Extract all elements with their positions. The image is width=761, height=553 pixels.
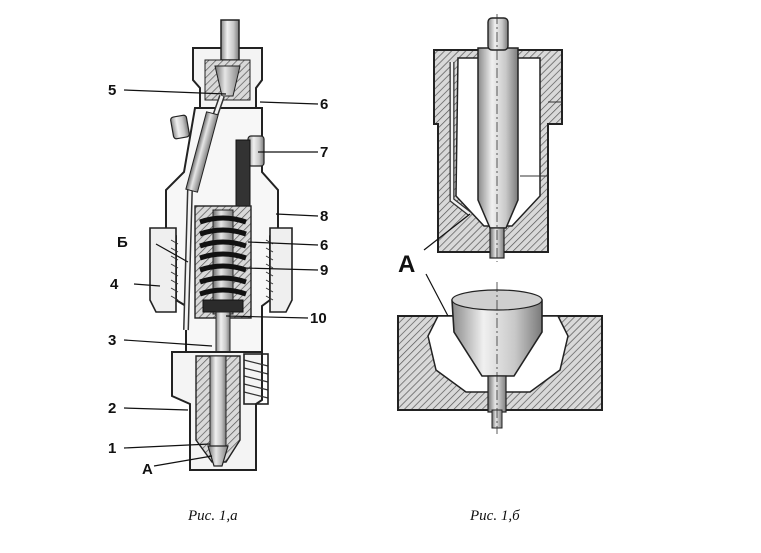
needle-pin bbox=[487, 17, 509, 51]
caption-figure-b: Рис. 1,б bbox=[470, 508, 520, 524]
caption-figure-a: Рис. 1,а bbox=[188, 508, 238, 524]
nozzle-section-lower bbox=[397, 282, 603, 434]
label-6-upper: 6 bbox=[320, 96, 328, 113]
label-2: 2 bbox=[108, 400, 116, 417]
leader-lines-a bbox=[123, 89, 319, 467]
adjusting-screw bbox=[235, 139, 251, 207]
leader-lines-b bbox=[423, 213, 471, 317]
label-10: 10 bbox=[310, 310, 327, 327]
spring-plate bbox=[202, 299, 244, 313]
label-5: 5 bbox=[108, 82, 116, 99]
label-b-cyrillic: Б bbox=[117, 234, 128, 251]
nozzle-section-upper bbox=[433, 14, 563, 262]
nozzle-needle bbox=[209, 355, 227, 449]
label-a-fig-a: А bbox=[142, 461, 153, 478]
needle-upper bbox=[477, 47, 519, 229]
body-thread-left bbox=[170, 239, 179, 301]
nozzle-thread bbox=[243, 359, 269, 399]
nozzle-tip bbox=[207, 445, 229, 467]
label-6-lower: 6 bbox=[320, 237, 328, 254]
filter-cone bbox=[214, 65, 241, 97]
thread-outline bbox=[243, 353, 269, 405]
filter-rod bbox=[185, 111, 219, 193]
injector-drawing bbox=[149, 19, 293, 471]
body-thread-right bbox=[265, 239, 274, 301]
label-a-fig-b: А bbox=[398, 251, 415, 278]
label-7: 7 bbox=[320, 144, 328, 161]
label-3: 3 bbox=[108, 332, 116, 349]
spring-coils bbox=[199, 215, 247, 297]
spring-guide bbox=[212, 209, 234, 315]
body-nut-right bbox=[269, 227, 293, 313]
label-1: 1 bbox=[108, 440, 116, 457]
label-8: 8 bbox=[320, 208, 328, 225]
label-4: 4 bbox=[110, 276, 119, 293]
fuel-channel-b-inner bbox=[450, 62, 471, 215]
inlet-pipe bbox=[220, 19, 240, 61]
body-nut-left bbox=[149, 227, 177, 313]
label-9: 9 bbox=[320, 262, 328, 279]
leakoff-fitting-left bbox=[170, 114, 190, 140]
